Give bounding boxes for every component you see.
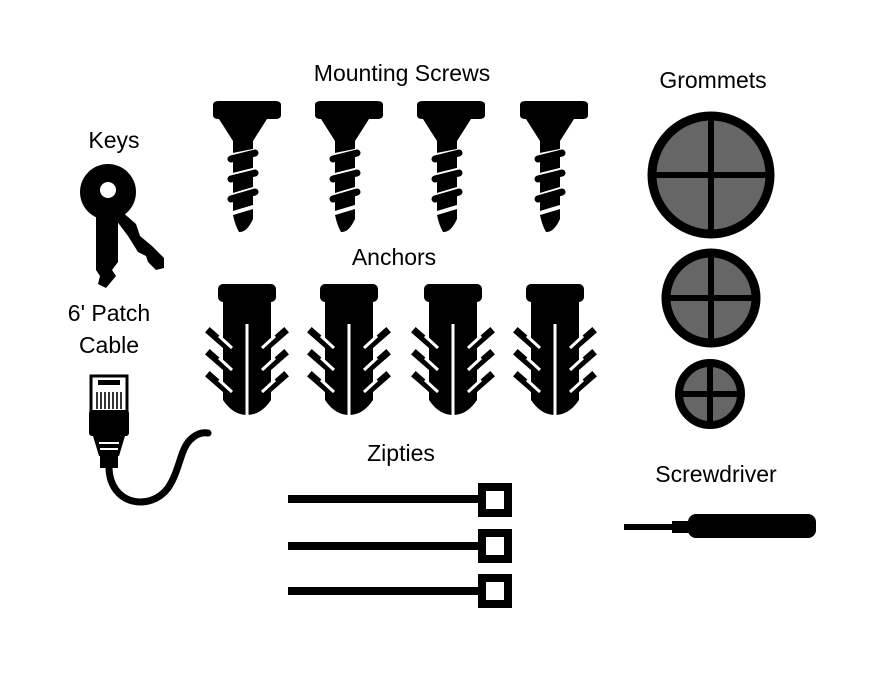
wall-anchor-icon [210,284,284,415]
screwdriver-label: Screwdriver [655,461,777,487]
ziptie-icon [288,483,512,517]
ziptie-icon [288,529,512,563]
key-icon [80,164,164,288]
screw-icon [213,101,281,232]
zipties-group [288,483,512,608]
wall-anchor-icon [518,284,592,415]
grommet-icon [647,111,775,239]
wall-anchor-icon [416,284,490,415]
anchors-group [210,284,592,415]
screw-icon [315,101,383,232]
wall-anchor-icon [312,284,386,415]
patch-cable-label-line1: 6' Patch [68,300,150,326]
screw-icon [417,101,485,232]
zipties-label: Zipties [367,440,435,466]
ethernet-cable-icon [89,374,212,506]
grommets-label: Grommets [659,67,766,93]
screwdriver-icon [624,514,816,538]
grommets-group [647,111,775,429]
mounting-screws-label: Mounting Screws [314,60,490,86]
keys-label: Keys [88,127,139,153]
mounting-screws-group [213,101,588,232]
grommet-icon [661,248,761,348]
grommet-icon [675,359,745,429]
anchors-label: Anchors [352,244,436,270]
screw-icon [520,101,588,232]
patch-cable-label-line2: Cable [79,332,139,358]
ziptie-icon [288,574,512,608]
